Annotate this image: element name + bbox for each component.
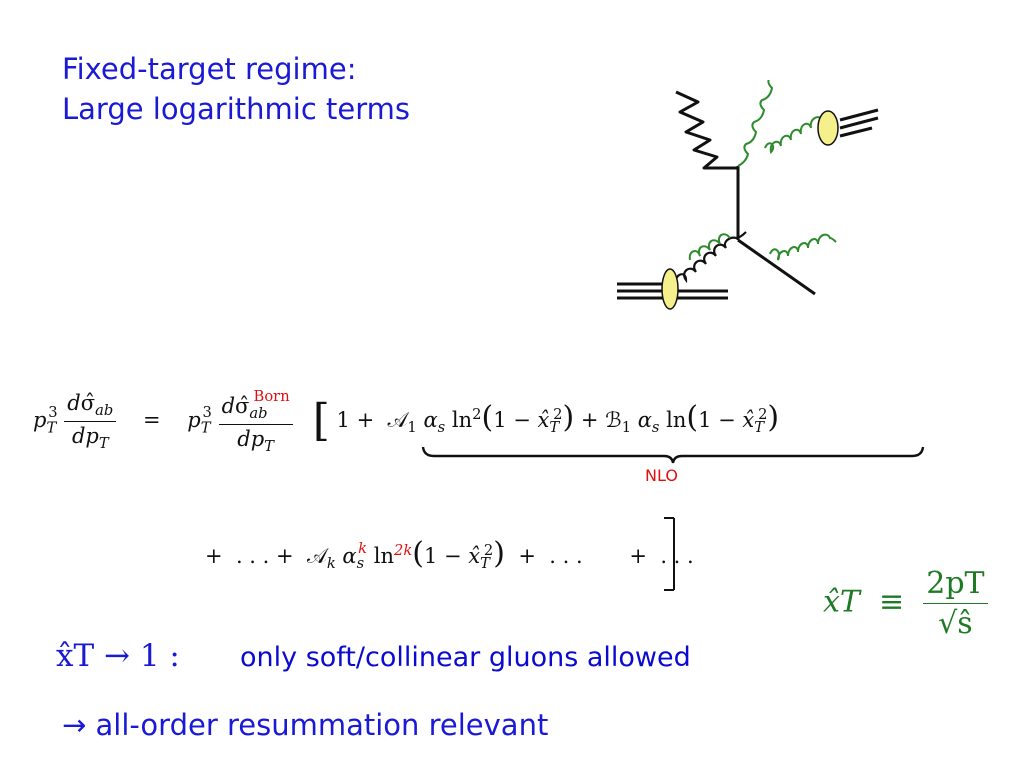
feynman-diagram: [617, 80, 879, 310]
xt-symbol: x̂T: [823, 584, 860, 620]
parton-distribution-blob: [661, 268, 679, 310]
nlo-terms: 𝒜1 αs ln2(1 − x̂T2) + ℬ1 αs ln(1 − x̂T2): [387, 400, 780, 437]
gluon-line-right: [769, 233, 837, 261]
fragmentation-blob: [817, 110, 839, 146]
gluon-line-incoming: [674, 231, 747, 285]
slide-title-line-1: Fixed-target regime:: [62, 52, 357, 86]
slide-title-line-2: Large logarithmic terms: [62, 92, 410, 126]
cross-section-formula-line-2: + . . . + 𝒜k αsk ln2k(1 − x̂T2) + . . . …: [205, 536, 694, 573]
xt-denominator: √ŝ: [938, 606, 973, 641]
xt-numerator: 2pT: [923, 566, 988, 604]
quark-line-outgoing: [737, 238, 816, 296]
resummation-statement: → all-order resummation relevant: [62, 708, 548, 742]
k-exponent: k: [358, 540, 368, 557]
equiv-symbol: ≡: [879, 584, 905, 620]
right-arrow-icon: →: [62, 708, 87, 742]
nlo-label: NLO: [645, 466, 678, 485]
two-k-exponent: 2k: [393, 542, 413, 559]
resummation-text: all-order resummation relevant: [95, 708, 549, 742]
xt-definition: x̂T ≡ 2pT √ŝ: [823, 566, 988, 641]
xt-limit-expression: x̂T → 1 :: [56, 638, 180, 674]
gluon-line-upper: [737, 80, 774, 167]
born-superscript: Born: [253, 388, 290, 405]
photon-line: [675, 90, 738, 170]
limit-description: only soft/collinear gluons allowed: [240, 642, 691, 673]
gluon-curls-upper: [764, 116, 824, 155]
gluon-curls-incoming: [688, 233, 731, 261]
